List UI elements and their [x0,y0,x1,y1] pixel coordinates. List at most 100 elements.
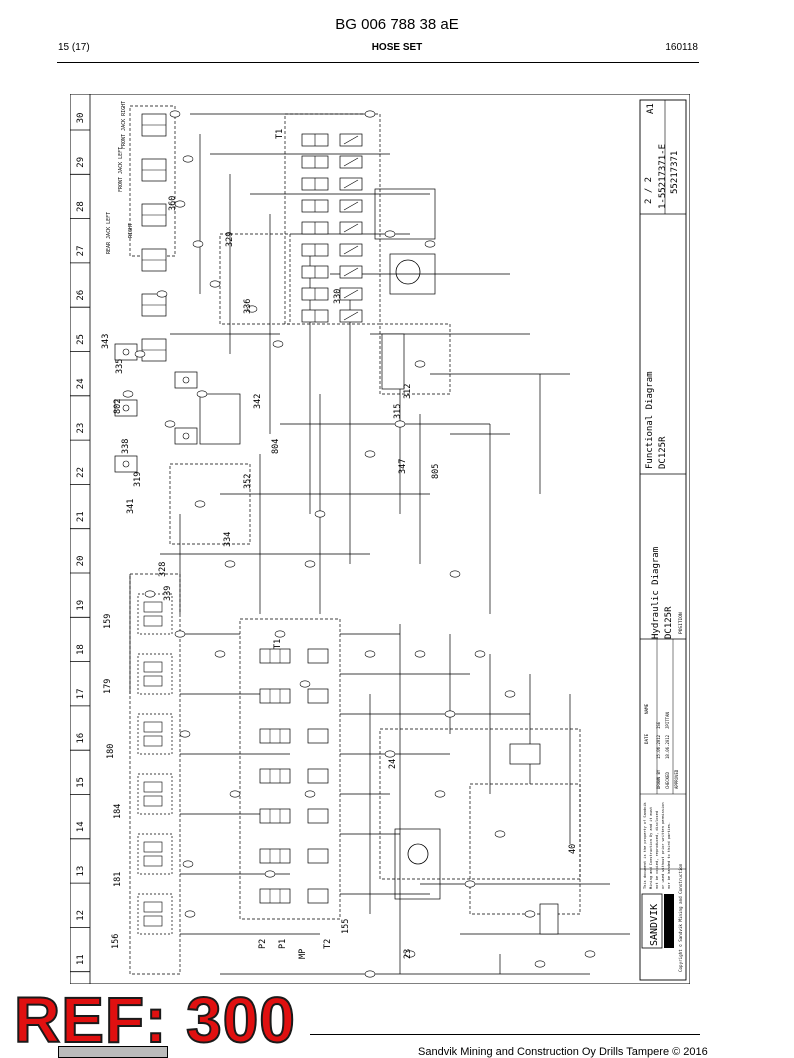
hose-marker [209,280,221,288]
hose-marker [246,305,258,313]
hose-marker [134,350,146,358]
block-label: RIGHT [128,223,134,238]
hose-marker [122,390,134,398]
hose-marker [364,970,376,978]
directional-valve [301,177,363,191]
hose-marker [444,710,456,718]
hose-marker [304,790,316,798]
grid-number: 14 [76,821,86,832]
component-number: 343 [101,334,111,349]
grid-number: 17 [76,688,86,699]
hose-marker [164,420,176,428]
block-label: REAR JACK LEFT [106,212,112,254]
lower-circuit [129,573,630,975]
manifold [381,333,405,390]
component-number: 339 [163,586,173,601]
hydraulic-model: DC125R [664,606,674,639]
check-valve [174,371,198,389]
hose-marker [156,290,168,298]
component-number: 805 [431,464,441,479]
title-block: Functional Diagram DC125R Hydraulic Diag… [639,99,687,981]
hose-marker [434,790,446,798]
hose-marker [584,950,596,958]
check-valve [114,399,138,417]
hose-marker [192,240,204,248]
hose-markers [122,110,596,978]
filter-block [509,743,541,765]
upper-valve-blocks [114,113,421,473]
hose-marker [504,690,516,698]
page-title: HOSE SET [371,42,423,53]
component-number: 319 [133,472,143,487]
footer-rule [310,1034,700,1035]
component-number: 184 [113,804,123,819]
component-number: P1 [278,939,288,949]
table-cell: ISE [656,721,661,729]
table-cell: JPITTAN [665,712,670,729]
component-number: 156 [111,934,121,949]
component-number: 23 [403,949,413,959]
grid-number: 27 [76,245,86,256]
hose-marker [179,730,191,738]
cylinder-valve [141,158,167,182]
component-number: 802 [113,399,123,414]
grid-number: 20 [76,556,86,567]
grid-number: 26 [76,290,86,301]
hose-marker [174,200,186,208]
grid-number: 22 [76,467,86,478]
jack-valve-block [137,893,173,935]
component-number: 329 [225,232,235,247]
cylinder-valve [141,203,167,227]
directional-valve [301,265,363,279]
hose-marker [534,960,546,968]
hose-marker [299,680,311,688]
hose-marker [304,560,316,568]
motor-symbol [395,259,421,285]
grid-number: 12 [76,910,86,921]
cylinder-valve [141,293,167,317]
hose-marker [224,560,236,568]
grid-ticks [70,129,90,973]
bottom-logo [58,1046,168,1058]
functional-model: DC125R [658,436,668,469]
component-number: MP [298,949,308,959]
component-number: 24 [388,759,398,769]
section-valve [259,808,329,824]
component-number: T1 [275,129,285,139]
section-valve [259,648,329,664]
brand-logo: SANDVIK [649,904,660,946]
hose-marker [494,830,506,838]
hose-marker [384,230,396,238]
grid-number: 29 [76,157,86,168]
hose-marker [384,750,396,758]
jack-valve-block [137,833,173,875]
table-cell: APPROVED [674,769,679,789]
grid-number: 25 [76,334,86,345]
section-valve [259,728,329,744]
table-cell: 18.06.2012 [665,734,670,759]
section-valve [259,688,329,704]
directional-valve [301,199,363,213]
component-number: 40 [568,844,578,854]
jack-valve-block [137,773,173,815]
hose-marker [272,340,284,348]
footer-text: Sandvik Mining and Construction Oy Drill… [418,1046,708,1058]
grid-number: 21 [76,511,86,522]
jack-valve-block [137,713,173,755]
directional-valve [301,133,363,147]
block-label: FRONT JACK RIGHT [121,101,127,149]
hose-marker [414,650,426,658]
section-valve [259,768,329,784]
grid-number: 24 [76,378,86,389]
hose-marker [196,390,208,398]
hose-marker [182,860,194,868]
position-label: POSITION [678,612,684,634]
page-number: 15 (17) [58,42,90,53]
hose-marker [424,240,436,248]
lower-valve-blocks [137,593,559,935]
component-number: 330 [333,289,343,304]
hose-marker [524,910,536,918]
component-number: 352 [243,474,253,489]
